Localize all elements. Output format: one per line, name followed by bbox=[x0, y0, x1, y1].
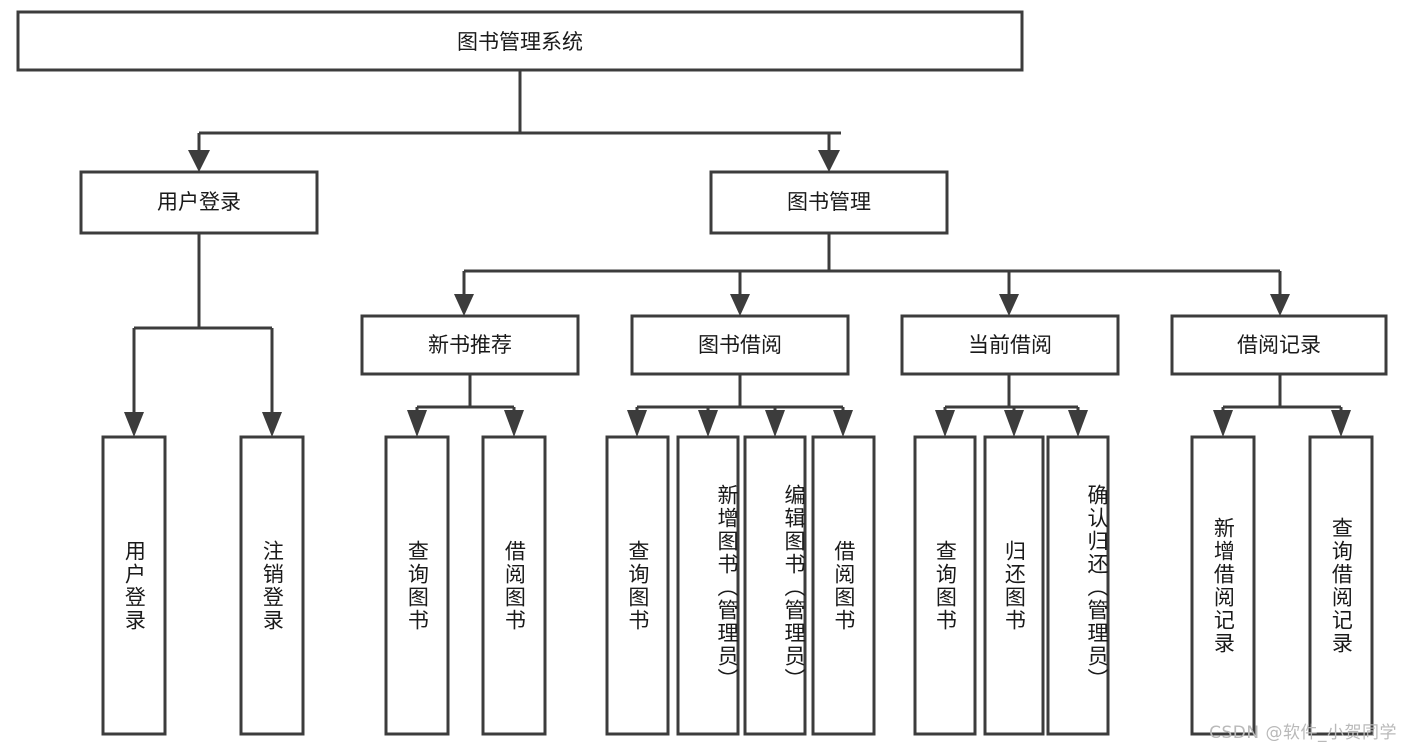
connector-current-to-leaves bbox=[935, 374, 1088, 437]
node-new-book-recommend-box[interactable] bbox=[360, 314, 580, 376]
leaf-box-borrow-book-new[interactable] bbox=[481, 435, 547, 736]
node-current-borrow-box[interactable] bbox=[900, 314, 1120, 376]
node-new-book-recommend-label: 新书推荐 bbox=[428, 333, 512, 357]
connector-userlogin-to-leaves bbox=[124, 233, 282, 437]
node-user-login[interactable]: 用户登录 bbox=[79, 170, 319, 235]
leaf-box-query-book-borrow[interactable] bbox=[605, 435, 670, 736]
node-borrow-records-box[interactable] bbox=[1170, 314, 1388, 376]
leaf-box-logout[interactable] bbox=[239, 435, 305, 736]
leaf-box-add-borrow-record[interactable] bbox=[1190, 435, 1256, 736]
connector-root-to-level2 bbox=[188, 70, 841, 172]
leaf-box-confirm-return-admin[interactable] bbox=[1046, 435, 1110, 736]
node-new-book-recommend[interactable]: 新书推荐 bbox=[360, 314, 580, 376]
node-root[interactable]: 图书管理系统 bbox=[16, 10, 1024, 72]
node-borrow-records-label: 借阅记录 bbox=[1237, 333, 1321, 357]
connector-newbook-to-leaves bbox=[407, 374, 524, 437]
node-book-management-label: 图书管理 bbox=[787, 190, 871, 214]
leaf-boxes bbox=[101, 435, 1374, 736]
node-book-borrow-box[interactable] bbox=[630, 314, 850, 376]
leaf-box-query-book-current[interactable] bbox=[913, 435, 977, 736]
leaf-box-return-book[interactable] bbox=[983, 435, 1045, 736]
connector-records-to-leaves bbox=[1213, 374, 1351, 437]
node-book-borrow-label: 图书借阅 bbox=[698, 333, 782, 357]
connector-bookmgmt-to-level3 bbox=[454, 233, 1290, 316]
node-book-management-box[interactable] bbox=[709, 170, 949, 235]
node-user-login-box[interactable] bbox=[79, 170, 319, 235]
leaf-box-edit-book-admin[interactable] bbox=[743, 435, 807, 736]
leaf-box-query-borrow-record[interactable] bbox=[1308, 435, 1374, 736]
leaf-box-query-book-new[interactable] bbox=[384, 435, 450, 736]
connector-borrow-to-leaves bbox=[627, 374, 853, 437]
watermark-text: CSDN @软件_小贺同学 bbox=[1209, 723, 1397, 743]
node-current-borrow-label: 当前借阅 bbox=[968, 333, 1052, 357]
leaf-box-user-login[interactable] bbox=[101, 435, 167, 736]
node-book-management[interactable]: 图书管理 bbox=[709, 170, 949, 235]
node-borrow-records[interactable]: 借阅记录 bbox=[1170, 314, 1388, 376]
node-user-login-label: 用户登录 bbox=[157, 190, 241, 214]
leaf-box-borrow-book[interactable] bbox=[811, 435, 876, 736]
node-root-box[interactable] bbox=[16, 10, 1024, 72]
node-book-borrow[interactable]: 图书借阅 bbox=[630, 314, 850, 376]
leaf-box-add-book-admin[interactable] bbox=[676, 435, 740, 736]
node-root-label: 图书管理系统 bbox=[457, 30, 583, 54]
node-current-borrow[interactable]: 当前借阅 bbox=[900, 314, 1120, 376]
